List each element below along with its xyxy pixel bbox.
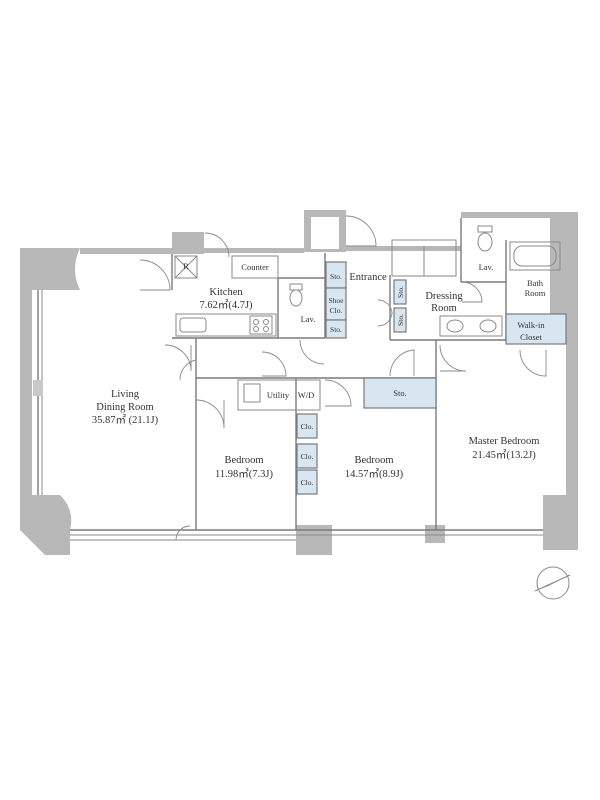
- walkin-label-2: Closet: [520, 332, 542, 342]
- lav-label-1: Lav.: [301, 314, 316, 324]
- lav-label-2: Lav.: [479, 262, 494, 272]
- refrigerator-label: R: [183, 261, 189, 271]
- fixtures: [174, 225, 557, 403]
- living-label-1: Living: [111, 389, 140, 400]
- bedroom1-label: Bedroom: [224, 455, 263, 466]
- storage-entrance-2: [325, 319, 347, 339]
- bedroom2-area: 14.57㎡(8.9J): [345, 468, 404, 480]
- room-labels: Living Dining Room 35.87㎡ (21.1J) Kitche…: [92, 261, 546, 487]
- closet-2: [296, 443, 318, 469]
- storage-bedroom-2: [363, 377, 437, 409]
- dressing-label-1: Dressing: [425, 291, 463, 302]
- sto-dressing1-label: Sto.: [396, 286, 405, 298]
- utility-label: Utility: [267, 390, 290, 400]
- living-label-2: Dining Room: [96, 402, 153, 413]
- storage-dressing-1: [393, 279, 407, 305]
- doors: [139, 215, 547, 541]
- shoe-clo-label-2: Clo.: [330, 306, 343, 315]
- storage-areas: [296, 261, 567, 495]
- clo-label-2: Clo.: [301, 452, 314, 461]
- clo-label-1: Clo.: [301, 422, 314, 431]
- counter-label: Counter: [241, 262, 269, 272]
- storage-dressing-2: [393, 307, 407, 333]
- dressing-label-2: Room: [431, 303, 457, 314]
- sto-entrance-label: Sto.: [330, 272, 342, 281]
- wd-label: W/D: [298, 390, 315, 400]
- bedroom2-label: Bedroom: [354, 455, 393, 466]
- closet-3: [296, 469, 318, 495]
- kitchen-label: Kitchen: [209, 287, 243, 298]
- interior-walls: [171, 218, 566, 530]
- bath-label-1: Bath: [527, 278, 544, 288]
- kitchen-area: 7.62㎡(4.7J): [199, 299, 253, 311]
- bedroom1-area: 11.98㎡(7.3J): [215, 468, 273, 480]
- master-bedroom-area: 21.45㎡(13.2J): [472, 449, 536, 461]
- sto-bed2-label: Sto.: [393, 388, 406, 398]
- shoe-clo-label-1: Shoe: [329, 296, 345, 305]
- entrance-label: Entrance: [349, 272, 387, 283]
- windows: [33, 290, 543, 541]
- walkin-label-1: Walk-in: [517, 320, 545, 330]
- living-area: 35.87㎡ (21.1J): [92, 414, 159, 426]
- walk-in-closet: [505, 313, 567, 345]
- master-bedroom-label: Master Bedroom: [469, 436, 540, 447]
- bath-label-2: Room: [525, 288, 546, 298]
- north-arrow-icon: [532, 566, 572, 600]
- sto-entrance2-label: Sto.: [330, 325, 342, 334]
- clo-label-3: Clo.: [301, 478, 314, 487]
- closet-1: [296, 413, 318, 439]
- outer-walls: [20, 210, 578, 555]
- sto-dressing2-label: Sto.: [396, 314, 405, 326]
